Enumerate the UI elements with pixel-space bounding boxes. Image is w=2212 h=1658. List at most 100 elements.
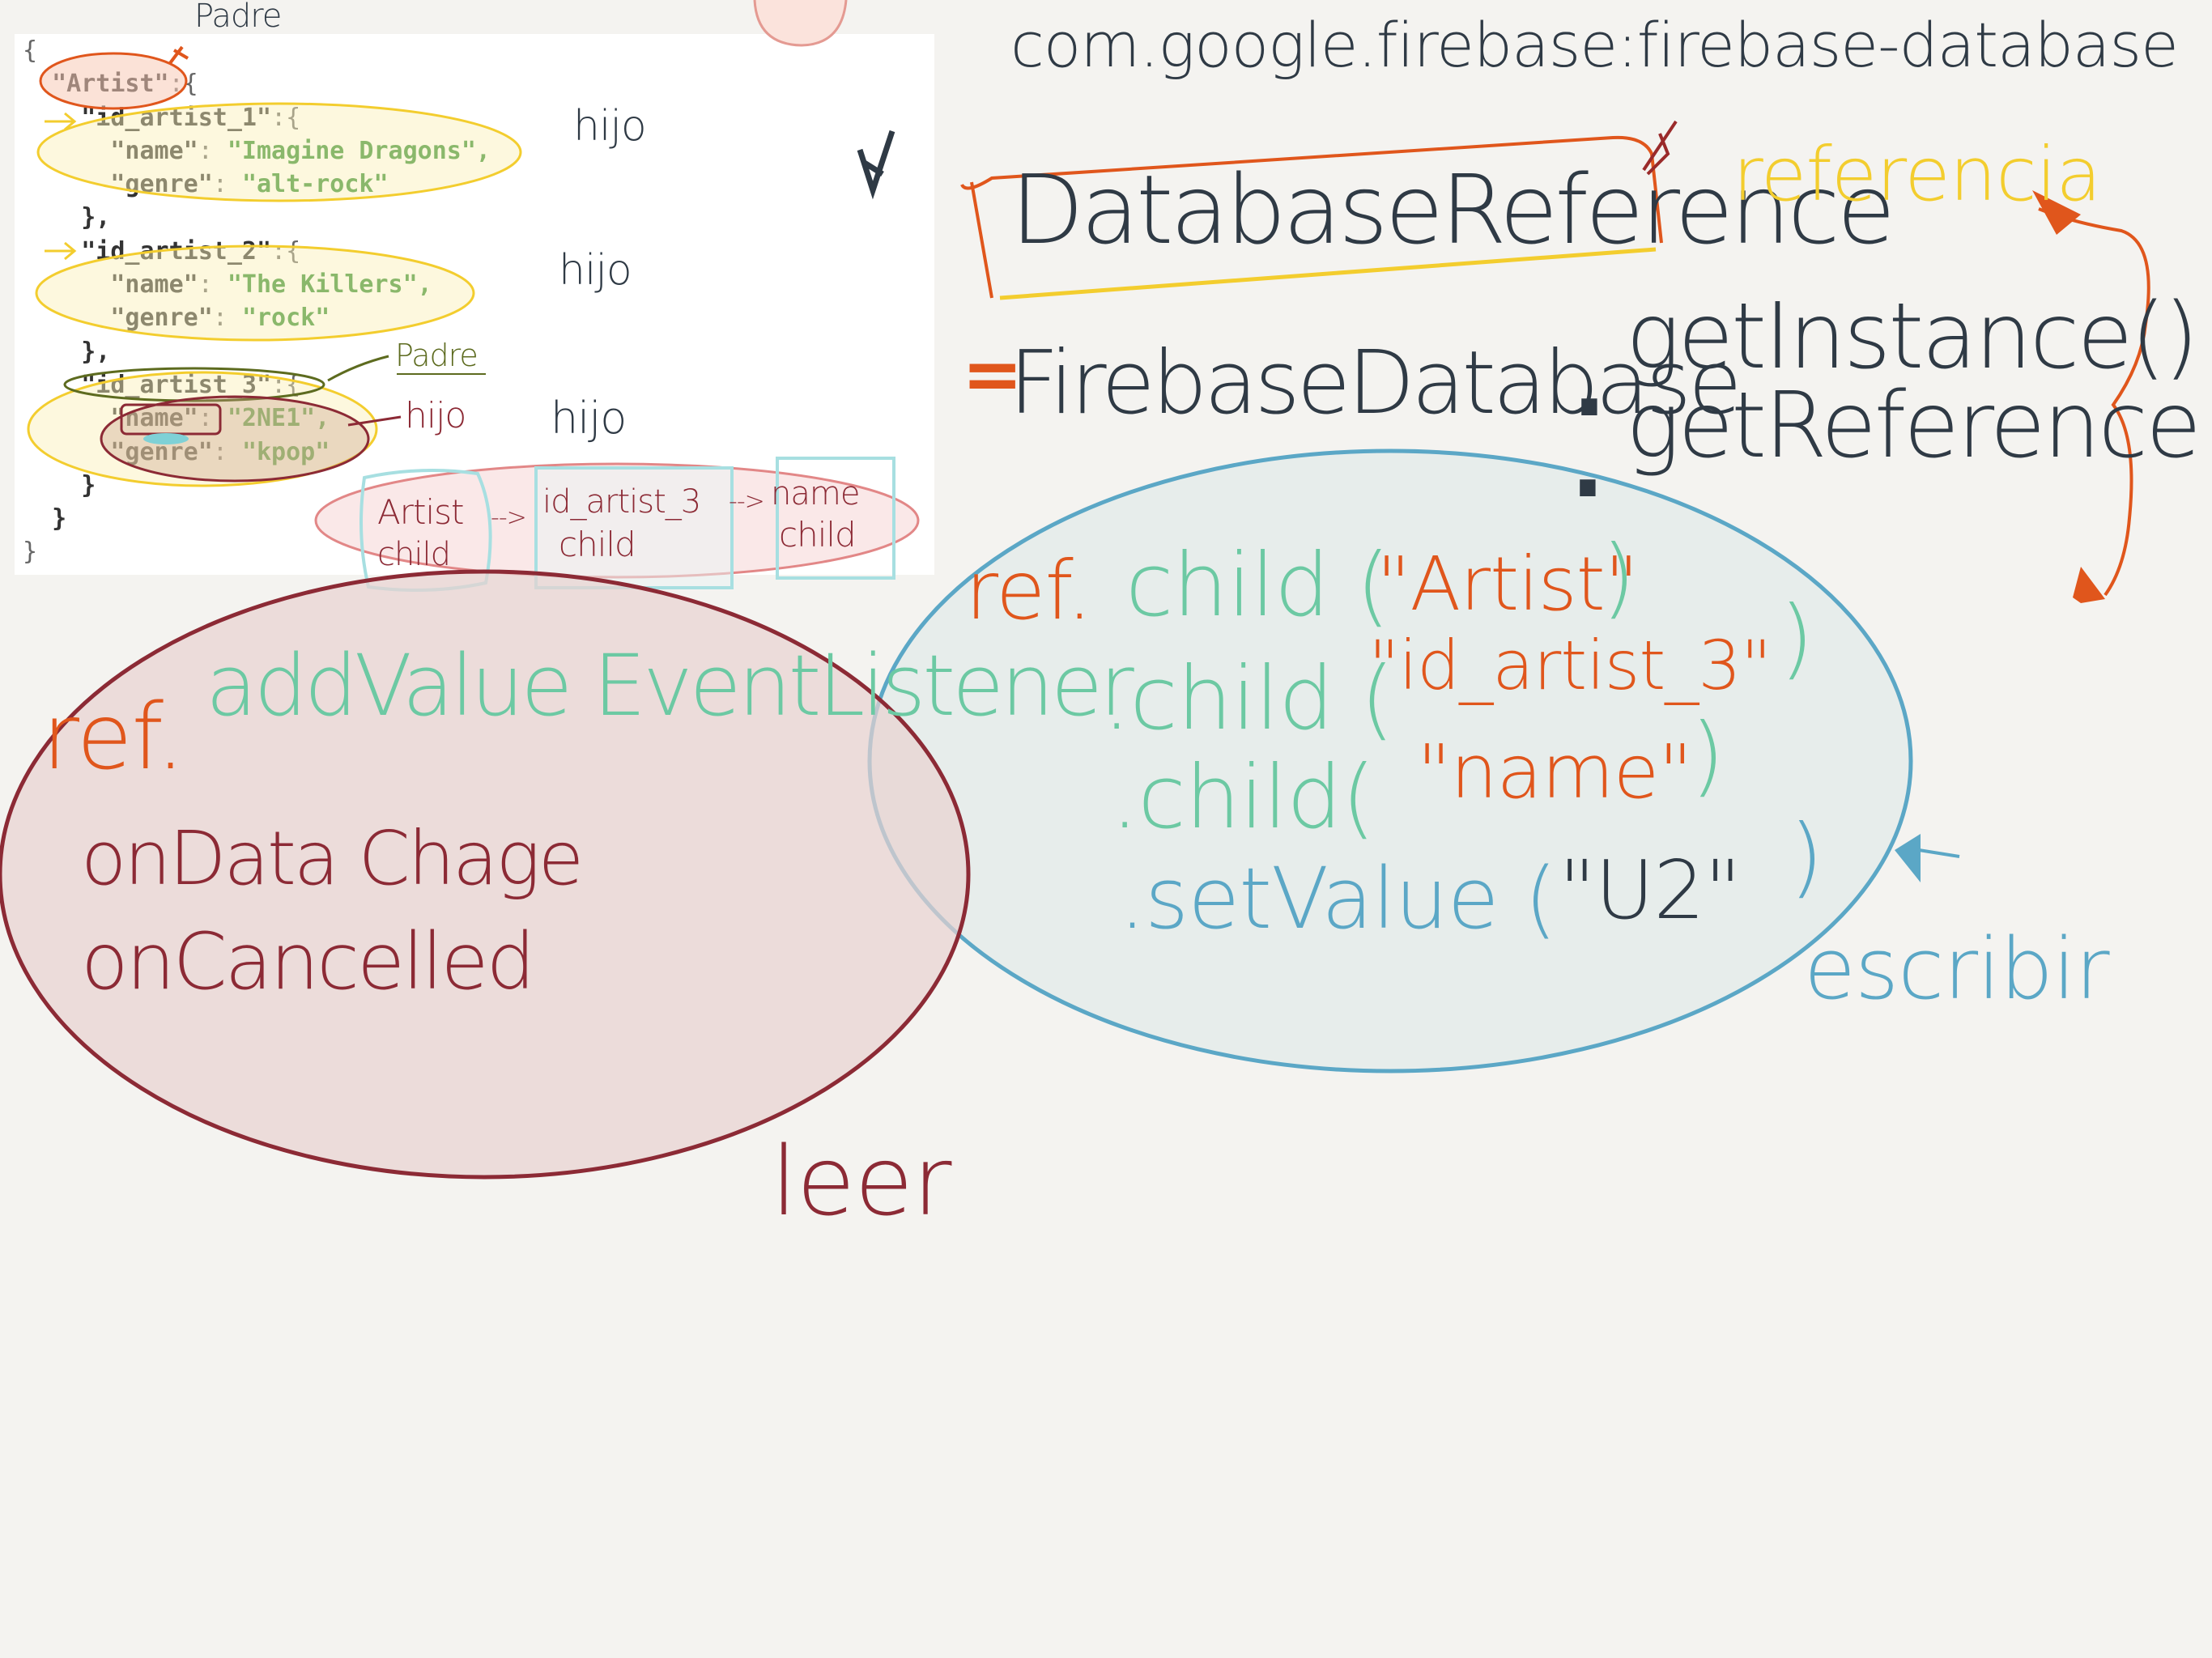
- code-line: "genre": "alt-rock": [23, 168, 491, 201]
- db-ref-frame-left: [970, 181, 993, 299]
- write-set-value-open: .setValue (: [1119, 849, 1557, 948]
- code-line: },: [23, 201, 491, 234]
- path-artist-child-text: child: [377, 536, 451, 573]
- code-indent: {: [23, 36, 38, 65]
- code-line: },: [23, 335, 491, 368]
- artist-check-mark: [168, 45, 189, 65]
- path-id-child-text: child: [559, 525, 636, 564]
- code-value: "kpop": [241, 437, 330, 466]
- code-key: }: [52, 504, 67, 534]
- write-child-2-arg: "id_artist_3": [1368, 626, 1772, 705]
- database-reference-text: DatabaseReference: [1010, 154, 1895, 266]
- yellow-arrow-2: [45, 241, 77, 261]
- code-punct: :: [212, 304, 242, 333]
- code-punct: :{: [271, 236, 301, 266]
- code-line: "name": "2NE1",: [23, 402, 491, 435]
- path-name-child-text: child: [779, 515, 857, 555]
- code-key: "name": [110, 404, 198, 433]
- write-child-3-arg: "name": [1417, 729, 1693, 815]
- padre-label-mid: Padre: [395, 338, 479, 373]
- dependency-text: com.google.firebase:firebase-database: [1010, 9, 2179, 81]
- referencia-arrow-head-bottom: [2073, 567, 2105, 603]
- equals-sign: =: [962, 332, 1023, 417]
- artist-highlight: [39, 52, 188, 110]
- id-artist-3-oval: [63, 367, 325, 402]
- yellow-arrow-1: [45, 112, 77, 131]
- escribir-connector: [1918, 848, 1960, 858]
- code-key: "id_artist_3": [81, 370, 272, 399]
- code-key: "name": [110, 270, 198, 300]
- write-ref-prefix: ref.: [965, 543, 1092, 638]
- code-punct: :: [212, 437, 242, 466]
- code-value: "2NE1",: [227, 404, 330, 433]
- read-ref-prefix: ref.: [42, 685, 185, 790]
- escribir-arrow-head: [1895, 834, 1921, 882]
- code-line: }: [23, 535, 491, 568]
- escribir-label: escribir: [1804, 920, 2110, 1018]
- hijo-label-1: hijo: [573, 102, 647, 151]
- pink-circle-partial: [753, 0, 848, 47]
- name-genre-oval: [100, 395, 370, 483]
- write-child-3-open: .child(: [1111, 747, 1376, 848]
- code-key: }: [81, 470, 96, 500]
- code-punct: :: [198, 404, 228, 433]
- path-arrow-1: -->: [491, 504, 527, 532]
- referencia-bracket: [2038, 207, 2150, 597]
- hijo-label-2: hijo: [559, 246, 632, 295]
- write-set-value-close: ): [1789, 806, 1823, 908]
- write-child-1-arg: "Artist": [1376, 541, 1639, 627]
- leer-label: leer: [771, 1125, 951, 1237]
- code-key: },: [81, 337, 111, 366]
- get-instance-text: getInstance(): [1626, 284, 2199, 389]
- db-ref-underline-yellow: [999, 247, 1657, 300]
- read-ellipse: [0, 569, 971, 1180]
- on-data-change-text: onData Chage: [81, 815, 584, 902]
- code-line: "name": "Imagine Dragons",: [23, 134, 491, 168]
- path-box-name: [776, 457, 895, 580]
- code-line: {: [23, 34, 491, 67]
- write-child-2-open: .child (: [1103, 648, 1394, 750]
- db-ref-check-mark: [1642, 120, 1678, 176]
- get-reference-text: getReference: [1626, 373, 2201, 478]
- code-indent: }: [23, 538, 38, 567]
- write-child-2-close: ): [1780, 588, 1814, 689]
- code-line: }: [23, 502, 491, 535]
- padre-connector: [327, 355, 389, 382]
- code-punct: :: [198, 136, 228, 165]
- code-punct: :: [212, 170, 242, 199]
- code-punct: :{: [271, 103, 301, 132]
- code-line: "id_artist_2":{: [23, 235, 491, 268]
- code-value: "Imagine Dragons",: [227, 136, 491, 165]
- write-child-1-open: child (: [1125, 535, 1390, 636]
- on-cancelled-text: onCancelled: [81, 916, 535, 1007]
- code-key: "name": [110, 136, 198, 165]
- path-arrow-2: -->: [729, 487, 765, 516]
- code-value: "The Killers",: [227, 270, 432, 300]
- write-child-3-close: ): [1691, 705, 1725, 806]
- referencia-arrow-head-top: [2032, 190, 2081, 235]
- code-value: "alt-rock": [241, 170, 389, 199]
- path-artist-text: Artist: [377, 492, 464, 532]
- code-value: "rock": [241, 304, 330, 333]
- check-mark-icon: [857, 130, 895, 200]
- code-key: "id_artist_2": [81, 236, 272, 266]
- dot-separator-2: .: [1571, 414, 1605, 517]
- name-underline-blob: [143, 433, 189, 444]
- code-punct: :: [198, 270, 228, 300]
- code-line: }: [23, 469, 491, 502]
- code-key: },: [81, 203, 111, 232]
- read-listener-text: addValue EventListener: [206, 636, 1134, 735]
- path-id-text: id_artist_3: [542, 483, 701, 521]
- code-line: "genre": "rock": [23, 301, 491, 334]
- padre-label-top: Padre: [194, 0, 282, 35]
- code-key: "genre": [110, 304, 213, 333]
- hijo-label-name: hijo: [405, 395, 466, 436]
- db-ref-frame-orange: [960, 135, 1663, 244]
- hijo-name-connector: [347, 415, 402, 427]
- hijo-label-3: hijo: [551, 393, 627, 444]
- artist-1-highlight: [36, 102, 522, 202]
- write-child-1-close: ): [1602, 527, 1636, 628]
- code-line: "name": "The Killers",: [23, 268, 491, 301]
- firebase-database-text: FirebaseDatabase: [1009, 333, 1742, 434]
